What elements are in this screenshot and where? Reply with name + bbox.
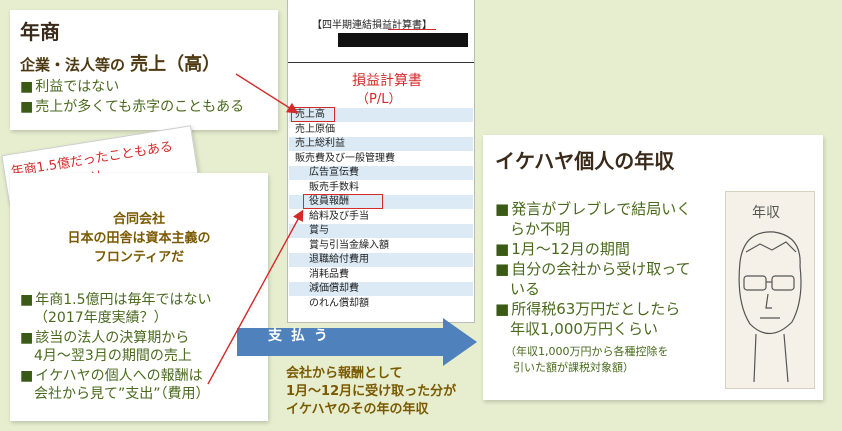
arrow-caption-line: イケハヤのその年の年収 — [286, 402, 429, 417]
company-bullet-cont: （2017年度実績？） — [34, 310, 168, 326]
arrow-caption-line: 1月～12月に受け取った分が — [286, 384, 457, 399]
company-bullet: ■該当の法人の決算期から — [20, 330, 190, 346]
pay-arrow — [237, 318, 477, 366]
nensho-subtitle: 企業・法人等の 売上（高） — [20, 50, 220, 76]
pl-row: 減価償却費 — [289, 282, 473, 296]
arrow-to-officer-pay — [207, 209, 304, 385]
income-title: イケハヤ個人の年収 — [495, 149, 675, 173]
company-bullet: ■年商1.5億円は毎年ではない — [20, 292, 212, 308]
company-title-line: 日本の田舎は資本主義の — [67, 231, 211, 246]
pl-row-highlight — [303, 194, 383, 209]
sketch-label: 年収 — [752, 205, 780, 221]
pl-row: 広告宣伝費 — [289, 166, 473, 180]
doc-title-sub: （P/L） — [356, 92, 402, 107]
pl-row: 販売手数料 — [309, 181, 359, 193]
pl-document: 【四半期連結損益計算書】 損益計算書 （P/L） 売上高売上原価売上総利益販売費… — [287, 0, 475, 323]
pl-row: 退職給付費用 — [289, 253, 473, 267]
income-bullet: ■発言がブレブレで結局いく — [495, 200, 692, 218]
pl-row: 役員報酬 — [289, 195, 473, 209]
face-sketch-icon — [738, 231, 802, 382]
income-bullet: ■1月～12月の期間 — [495, 240, 630, 258]
company-bullet-cont: 4月～翌3月の期間の売上 — [34, 348, 192, 364]
pl-row: 売上総利益 — [289, 137, 473, 151]
income-bullet-cont: らか不明 — [510, 220, 571, 238]
company-title-line: フロンティアだ — [93, 250, 185, 265]
doc-header-top: 【四半期連結損益計算書】 — [312, 20, 432, 31]
nensho-card: 年商 企業・法人等の 売上（高） ■利益ではない ■売上が多くても赤字のこともあ… — [10, 10, 278, 130]
income-note-line: 引いた額が課税対象額） — [513, 361, 634, 374]
pl-row: 給料及び手当 — [309, 210, 369, 222]
nensho-bullet: ■売上が多くても赤字のこともある — [20, 99, 245, 115]
pl-row: 消耗品費 — [309, 268, 349, 280]
company-bullet: ■イケハヤの個人への報酬は — [20, 368, 203, 384]
pl-row-highlight — [291, 107, 335, 122]
doc-title: 損益計算書 — [352, 73, 422, 89]
arrow-caption-line: 会社から報酬として — [286, 366, 403, 381]
pl-row: 賞与引当金繰入額 — [309, 239, 389, 251]
nensho-title: 年商 — [20, 20, 60, 44]
pl-row: 販売費及び一般管理費 — [295, 152, 395, 164]
income-bullet-cont: 年収1,000万円くらい — [510, 320, 658, 338]
nensho-subtitle-emph: 売上（高） — [130, 54, 221, 75]
income-bullet-cont: いる — [510, 280, 541, 298]
company-title-line: 合同会社 — [112, 212, 165, 227]
income-note-line: （年収1,000万円から各種控除を — [505, 345, 669, 358]
nensho-bullet: ■利益ではない — [20, 79, 120, 95]
pl-rows: 売上高売上原価売上総利益販売費及び一般管理費広告宣伝費販売手数料役員報酬給料及び… — [289, 107, 473, 318]
company-card: 合同会社 日本の田舎は資本主義の フロンティアだ ■年商1.5億円は毎年ではない… — [10, 173, 268, 421]
doc-header-underline — [388, 29, 436, 30]
arrow-to-sales — [235, 73, 299, 114]
pl-row: 売上高 — [289, 108, 473, 122]
nensho-subtitle-prefix: 企業・法人等の — [20, 56, 126, 74]
company-bullet-cont: 会社から見て”支出”（費用） — [34, 386, 210, 402]
doc-redaction — [338, 33, 468, 47]
pl-row: のれん償却額 — [309, 297, 369, 309]
income-card: イケハヤ個人の年収 ■発言がブレブレで結局いく らか不明 ■1月～12月の期間 … — [483, 135, 823, 400]
pay-arrow-label: 支 払 う — [268, 328, 330, 344]
pl-row: 売上原価 — [295, 123, 335, 135]
income-bullet: ■所得税63万円だとしたら — [495, 300, 681, 318]
income-bullet: ■自分の会社から受け取って — [495, 260, 691, 278]
pl-row: 賞与 — [289, 224, 473, 238]
portrait-sketch: 年収 — [725, 191, 815, 389]
doc-rule — [288, 62, 474, 63]
